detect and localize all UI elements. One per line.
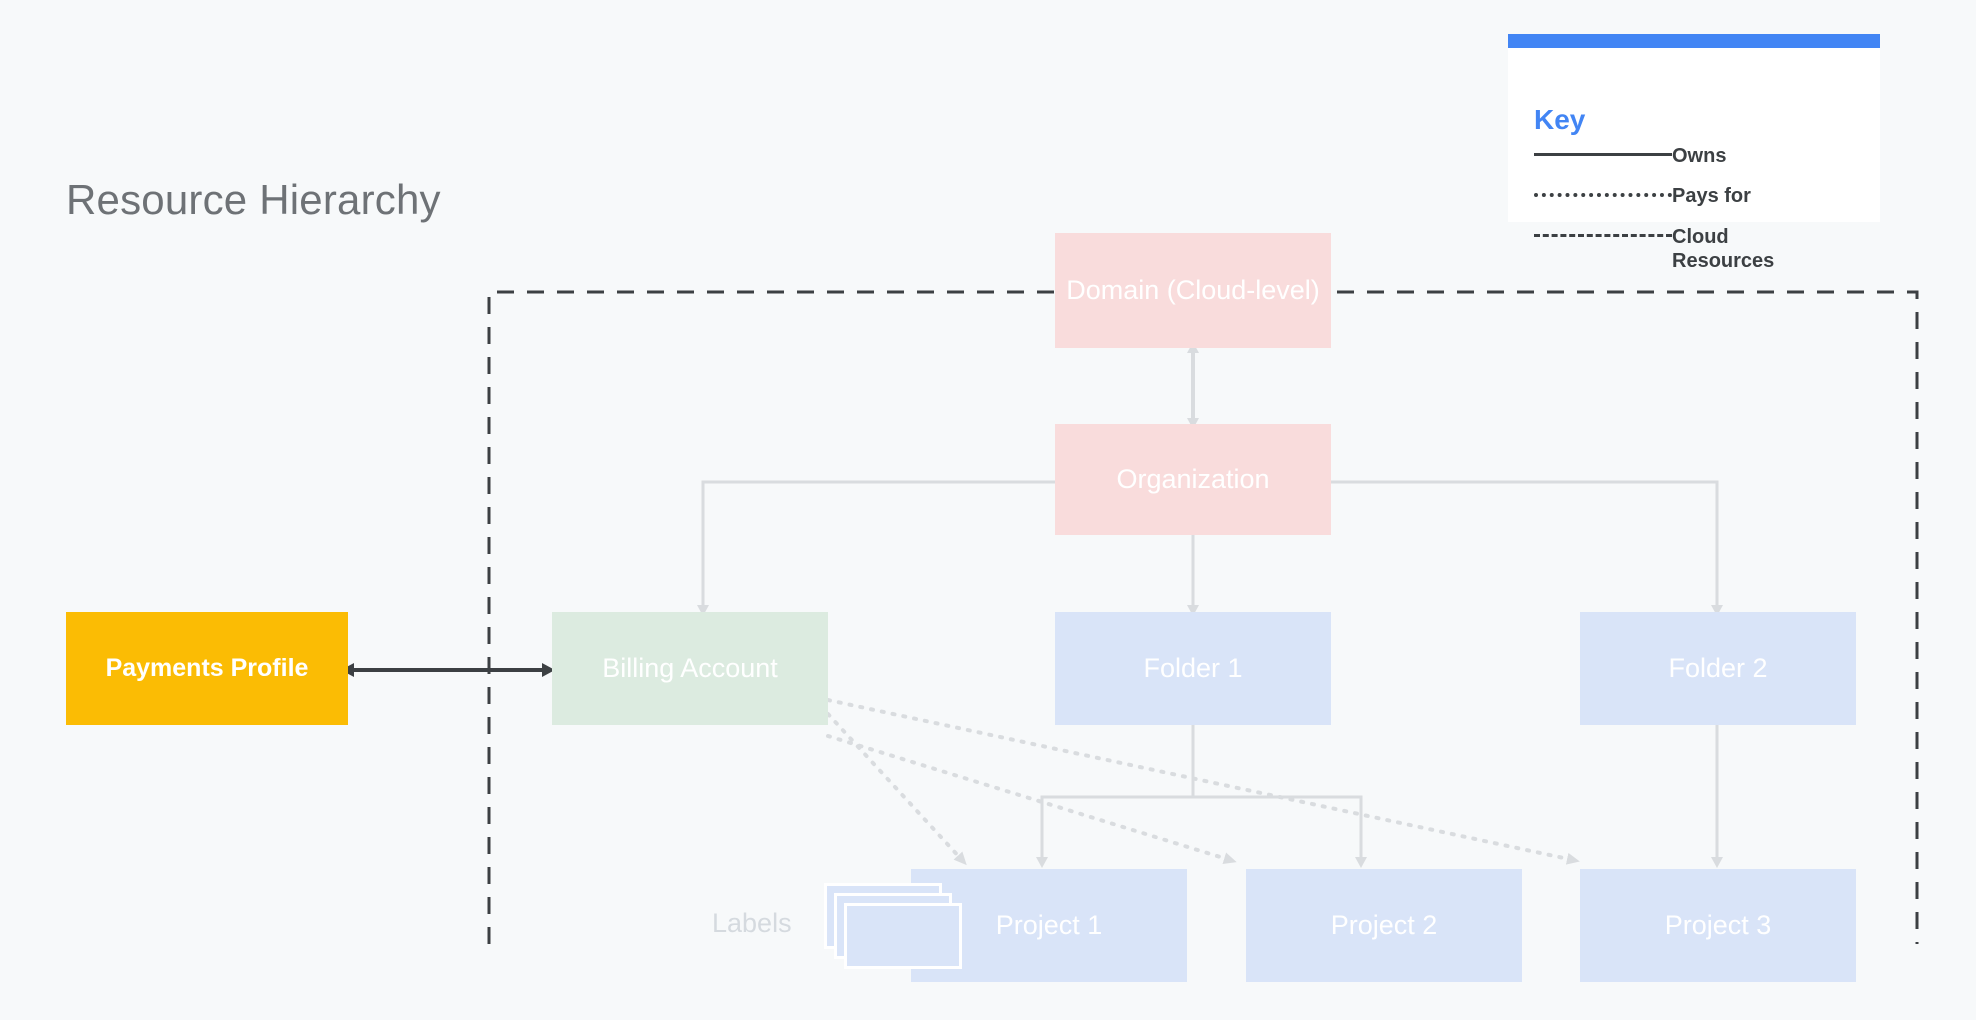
node-domain-label: Domain (Cloud-level): [1066, 275, 1320, 305]
node-project-2-label: Project 2: [1330, 910, 1438, 940]
node-project-3-label: Project 3: [1664, 910, 1772, 940]
node-project-3[interactable]: Project 3: [1580, 869, 1856, 982]
node-payments-profile-label: Payments Profile: [105, 654, 309, 682]
key-row-owns: Owns: [1534, 144, 1864, 168]
key-header-bar: [1508, 34, 1880, 48]
node-payments-profile[interactable]: Payments Profile: [66, 612, 348, 725]
node-billing-account-label: Billing Account: [602, 653, 778, 683]
labels-caption: Labels: [712, 908, 792, 938]
edge-billing-project-2: [826, 734, 1237, 864]
node-folder-1[interactable]: Folder 1: [1055, 612, 1331, 725]
node-organization-label: Organization: [1116, 464, 1270, 494]
node-project-1-label: Project 1: [995, 910, 1103, 940]
edge-folder-1-project-1: [1036, 725, 1195, 868]
edge-folder-1-project-2: [1193, 795, 1367, 868]
key-label-pays-for: Pays for: [1672, 185, 1751, 208]
cloud-resources-line-sample: [1534, 225, 1672, 247]
node-project-2[interactable]: Project 2: [1246, 869, 1522, 982]
edge-organization-folder-2: [1193, 480, 1723, 616]
edge-organization-billing-account: [697, 480, 1193, 616]
node-folder-2-label: Folder 2: [1668, 653, 1768, 683]
node-billing-account[interactable]: Billing Account: [552, 612, 828, 725]
pays-for-line-sample: [1534, 184, 1672, 206]
label-card-front: [844, 903, 962, 969]
key-legend-list: Owns Pays for Cloud Resources: [1534, 144, 1864, 290]
edge-billing-project-1: [826, 712, 967, 866]
node-folder-1-label: Folder 1: [1143, 653, 1243, 683]
key-row-pays-for: Pays for: [1534, 184, 1864, 208]
labels-stack-icon: [824, 883, 962, 973]
key-label-cloud-resources: Cloud Resources: [1672, 225, 1775, 273]
owns-line-sample: [1534, 144, 1672, 166]
node-organization[interactable]: Organization: [1055, 424, 1331, 535]
page-title: Resource Hierarchy: [66, 176, 441, 223]
key-row-cloud-resources: Cloud Resources: [1534, 225, 1864, 274]
key-panel: Key Owns Pays for Cloud Resources: [1508, 34, 1880, 272]
key-label-owns: Owns: [1672, 145, 1727, 167]
node-folder-2[interactable]: Folder 2: [1580, 612, 1856, 725]
key-title: Key: [1534, 104, 1586, 135]
node-domain[interactable]: Domain (Cloud-level): [1055, 233, 1331, 348]
